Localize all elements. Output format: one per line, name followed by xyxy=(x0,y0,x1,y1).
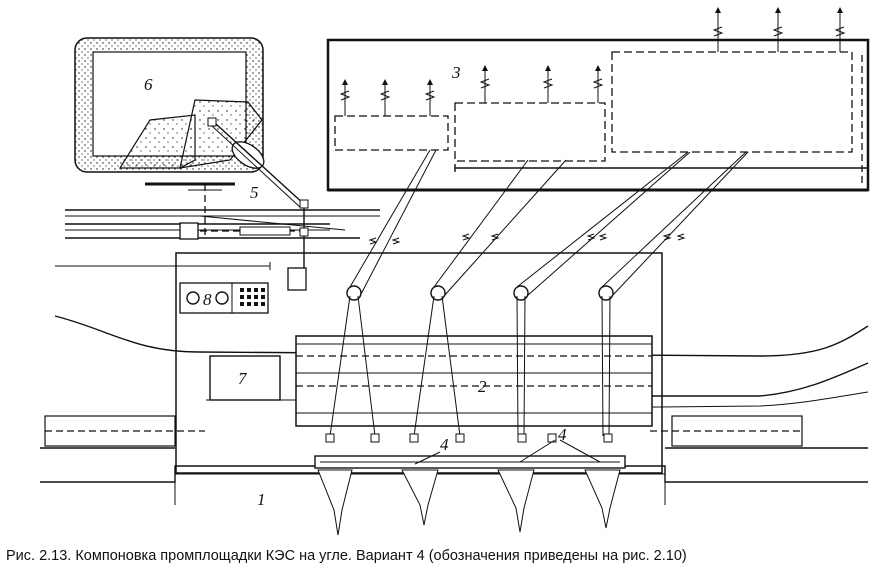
transformers xyxy=(325,149,749,443)
callout-5: 5 xyxy=(250,183,259,202)
transfer-tower xyxy=(287,267,307,291)
outgoing-lines xyxy=(339,7,846,116)
callout-4b: 4 xyxy=(558,425,567,444)
switchyard-outline xyxy=(326,38,870,192)
yard-rail-stub xyxy=(145,182,235,238)
callout-3: 3 xyxy=(451,63,461,82)
cooling-water-channel xyxy=(40,415,868,536)
water-treatment-block xyxy=(179,282,269,314)
coal-yard xyxy=(74,37,306,209)
callout-8: 8 xyxy=(203,290,212,309)
access-roads xyxy=(54,315,869,409)
figure-caption: Рис. 2.13. Компоновка промплощадки КЭС н… xyxy=(6,548,890,564)
callout-1: 1 xyxy=(257,490,266,509)
callout-4a: 4 xyxy=(440,435,449,454)
main-building xyxy=(295,335,653,427)
auxiliary-building xyxy=(206,355,296,401)
railway-tracks xyxy=(65,199,380,268)
caption-text: Компоновка промплощадки КЭС на угле. Вар… xyxy=(75,548,687,564)
callout-6: 6 xyxy=(144,75,153,94)
caption-label: Рис. 2.13. xyxy=(6,548,72,564)
callout-7: 7 xyxy=(238,369,248,388)
power-plant-layout-diagram: 6 5 3 8 7 2 4 4 1 xyxy=(40,7,870,536)
callout-2: 2 xyxy=(478,377,487,396)
